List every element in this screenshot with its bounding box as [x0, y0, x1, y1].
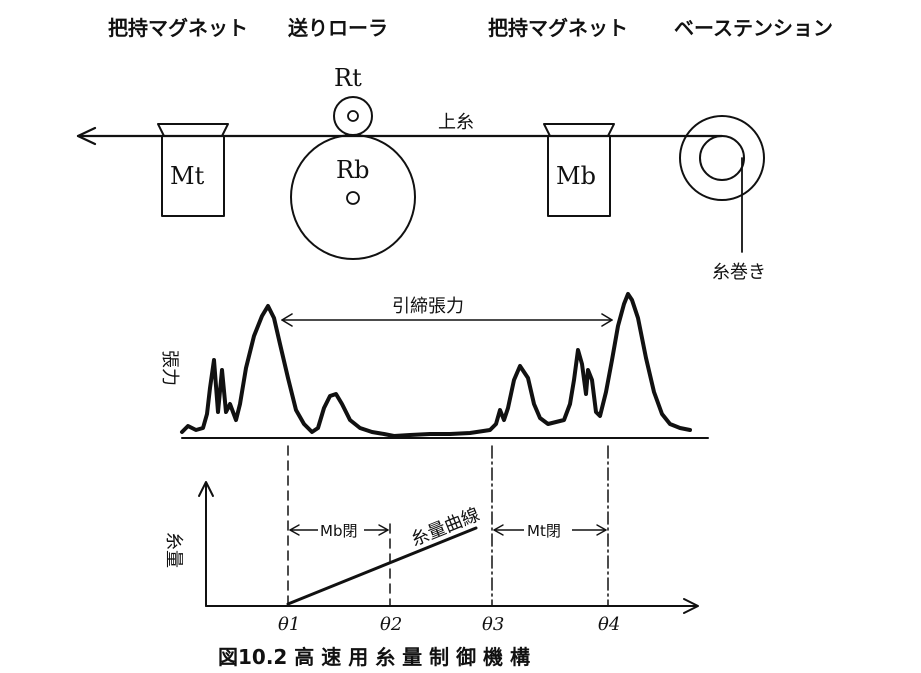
- span-arrow-left: [281, 313, 293, 327]
- thread-amount-axis-label: 糸量: [163, 532, 184, 568]
- thread-amount-curve-label: 糸量曲線: [408, 504, 483, 550]
- theta3-label: θ3: [482, 614, 504, 635]
- roller-rt-label: Rt: [334, 64, 362, 92]
- tension-axis-label: 張力: [159, 350, 180, 386]
- mt-closed-label: Mt閉: [527, 522, 561, 540]
- figure-caption: 図10.2 高 速 用 糸 量 制 御 機 構: [218, 645, 530, 669]
- roller-rb: [290, 134, 416, 260]
- tightening-tension-label: 引締張力: [392, 296, 464, 317]
- mb-label-backing: [318, 517, 364, 541]
- thread-arrow-head: [76, 126, 97, 146]
- theta2-label: θ2: [380, 614, 402, 635]
- roller-rt: [333, 96, 373, 136]
- base-tension-outer-ring: [679, 115, 765, 201]
- magnet-mt-cap: [157, 123, 229, 137]
- theta4-label: θ4: [598, 614, 620, 635]
- holding-magnet-left-label: 把持マグネット: [108, 16, 248, 40]
- amount-x-arrow: [683, 598, 699, 614]
- feed-roller-label: 送りローラ: [288, 16, 388, 40]
- mb-span-arrow-left: [289, 524, 300, 536]
- thread-amount-curve: [286, 526, 478, 606]
- base-tension-inner-ring: [699, 135, 745, 181]
- mb-closed-label: Mb閉: [320, 522, 357, 540]
- mt-label-backing: [524, 517, 572, 541]
- theta1-label: θ1: [278, 614, 300, 635]
- roller-rt-hub: [347, 110, 359, 122]
- base-tension-label: ベーステンション: [674, 16, 833, 40]
- magnet-mb-label: Mb: [556, 162, 596, 190]
- roller-rb-label: Rb: [336, 156, 369, 184]
- mt-span-arrow-left: [493, 524, 504, 536]
- span-arrow-right: [601, 313, 613, 327]
- amount-y-arrow: [198, 481, 214, 497]
- mb-span-arrow-right: [378, 524, 389, 536]
- upper-thread-label: 上糸: [438, 112, 474, 133]
- tension-curve: [180, 292, 692, 438]
- magnet-mb-cap: [543, 123, 615, 137]
- magnet-mt-body: [161, 135, 225, 217]
- magnet-mt-label: Mt: [170, 162, 205, 190]
- mt-span-arrow-right: [596, 524, 607, 536]
- holding-magnet-right-label: 把持マグネット: [488, 16, 628, 40]
- magnet-mb-body: [547, 135, 611, 217]
- roller-rb-hub: [346, 191, 360, 205]
- bobbin-label: 糸巻き: [712, 262, 766, 283]
